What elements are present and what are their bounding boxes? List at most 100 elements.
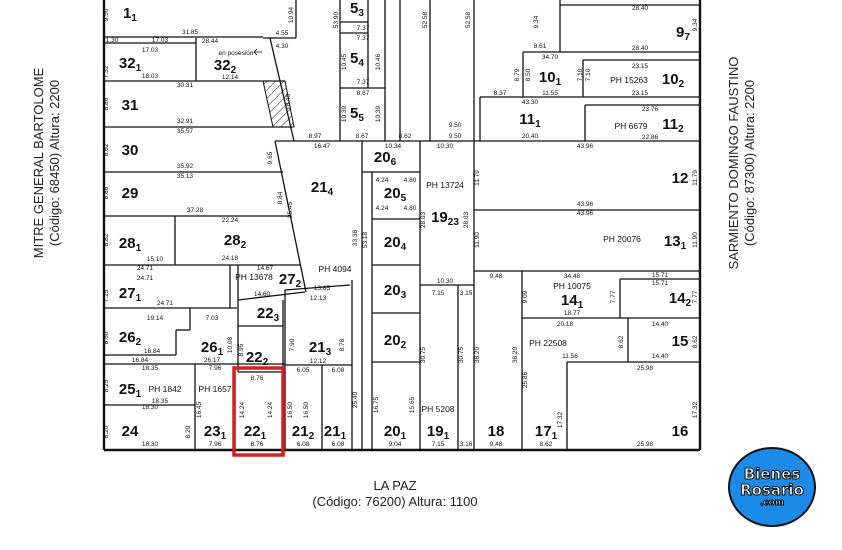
lot-number[interactable]: 205 <box>384 185 407 204</box>
lot-number-main: 21 <box>309 339 326 356</box>
lot-number[interactable]: 111 <box>519 111 541 130</box>
dimension-label: 8.86 <box>103 186 110 199</box>
lot-number[interactable]: 214 <box>311 179 334 198</box>
lot-number-sub: 3 <box>358 8 364 19</box>
lot-number[interactable]: 171 <box>535 423 558 442</box>
bienes-rosario-logo[interactable]: Bienes Rosario .com <box>728 447 816 527</box>
dimension-label: 7.77 <box>610 290 617 303</box>
lot-number[interactable]: 31 <box>122 97 139 114</box>
lot-number[interactable]: 204 <box>384 234 407 253</box>
dimension-label: 7.10 <box>577 68 584 81</box>
lot-number[interactable]: 24 <box>122 423 139 440</box>
lot-number[interactable]: 212 <box>292 423 315 442</box>
lot-number-main: 20 <box>384 234 401 251</box>
dimension-label: 8.76 <box>251 375 264 382</box>
lot-number-sub: 2 <box>231 65 237 76</box>
lot-number[interactable]: 131 <box>664 233 687 252</box>
dimension-label: 4.24 <box>376 177 389 184</box>
dimension-label: 8.67 <box>356 133 369 140</box>
dimension-label: 8.20 <box>103 425 110 438</box>
lot-number-main: 21 <box>292 423 309 440</box>
dimension-label: 8.97 <box>309 133 322 140</box>
dimension-label: 14.67 <box>257 265 274 272</box>
lot-number[interactable]: 16 <box>672 423 689 440</box>
dimension-label: 25.98 <box>637 441 654 448</box>
dimension-label: 17.32 <box>692 401 699 418</box>
lot-number[interactable]: 251 <box>119 381 142 400</box>
dimension-label: 23.15 <box>632 90 649 97</box>
lot-number[interactable]: 30 <box>122 142 139 159</box>
dimension-label: 6.05 <box>297 367 310 374</box>
lot-number[interactable]: 15 <box>672 333 689 350</box>
lot-number[interactable]: 281 <box>119 235 142 254</box>
dimension-label: 24.71 <box>137 265 154 272</box>
lot-number-sub: 1 <box>221 431 227 442</box>
lot-number-sub: 2 <box>678 124 684 135</box>
lot-number[interactable]: 11 <box>123 5 137 24</box>
lot-number[interactable]: 101 <box>539 69 562 88</box>
lot-number[interactable]: 1923 <box>431 209 459 228</box>
dimension-label: 16.47 <box>314 143 331 150</box>
lot-number-main: 10 <box>662 71 679 88</box>
lot-number[interactable]: 29 <box>122 185 139 202</box>
lot-number-sub: 4 <box>401 242 407 253</box>
lot-number-sub: 2 <box>241 240 247 251</box>
lot-number[interactable]: 221 <box>244 423 267 442</box>
lot-number[interactable]: 322 <box>214 57 237 76</box>
lot-number[interactable]: 223 <box>257 305 280 324</box>
lot-number[interactable]: 141 <box>561 292 584 311</box>
dimension-label: 16.50 <box>287 401 294 418</box>
dimension-label: 3.15 <box>460 290 473 297</box>
dimension-label: 22.86 <box>642 134 659 141</box>
lot-number[interactable]: 213 <box>309 339 332 358</box>
lot-number[interactable]: 206 <box>374 149 397 168</box>
lot-number[interactable]: 12 <box>672 170 689 187</box>
lot-number[interactable]: 202 <box>384 332 407 351</box>
lot-number[interactable]: 54 <box>350 50 364 69</box>
lot-number[interactable]: 201 <box>384 423 407 442</box>
dimension-label: 35.13 <box>177 173 194 180</box>
dimension-label: 12.13 <box>310 295 327 302</box>
lot-number[interactable]: 55 <box>350 105 364 124</box>
dimension-label: 17.03 <box>152 37 169 44</box>
lot-number[interactable]: 282 <box>224 232 247 251</box>
lot-number[interactable]: 112 <box>662 116 684 135</box>
lot-number[interactable]: 262 <box>119 329 142 348</box>
lot-number[interactable]: 53 <box>350 0 364 19</box>
dimension-label: 8.95 <box>238 343 245 356</box>
dimension-label: 8.25 <box>103 379 110 392</box>
lot-number[interactable]: 97 <box>676 24 690 43</box>
dimension-label: 8.50 <box>525 68 532 81</box>
lot-number[interactable]: 18 <box>488 423 505 440</box>
lot-number[interactable]: 261 <box>201 339 224 358</box>
lot-number[interactable]: 102 <box>662 71 685 90</box>
boundary-line <box>284 284 351 291</box>
lot-number[interactable]: 142 <box>669 290 692 309</box>
dimension-label: 52.58 <box>465 11 472 28</box>
dimension-label: 38.20 <box>474 346 481 363</box>
lot-number[interactable]: 231 <box>204 423 227 442</box>
lot-number-main: 26 <box>201 339 218 356</box>
dimension-label: 6.08 <box>332 441 345 448</box>
dimension-label: 12.12 <box>310 358 327 365</box>
dimension-label: 10.45 <box>341 53 348 70</box>
lot-number-main: 13 <box>664 233 681 250</box>
dimension-label: 8.62 <box>103 143 110 156</box>
lot-number[interactable]: 272 <box>279 271 302 290</box>
lot-number[interactable]: 211 <box>324 423 347 442</box>
dimension-label: 8.78 <box>339 338 346 351</box>
ph-label: PH 1842 <box>148 384 181 394</box>
lot-number[interactable]: 222 <box>246 349 269 368</box>
lot-number-sub: 7 <box>684 32 690 43</box>
lot-number[interactable]: 321 <box>119 55 142 74</box>
dimension-label: 14.40 <box>652 321 669 328</box>
dimension-label: 10.34 <box>385 143 402 150</box>
lot-number[interactable]: 203 <box>384 282 407 301</box>
lot-number[interactable]: 191 <box>427 423 450 442</box>
lot-number-sub: 3 <box>401 290 407 301</box>
lot-number[interactable]: 271 <box>119 285 142 304</box>
lot-number-main: 26 <box>119 329 136 346</box>
dimension-label: 8.62 <box>618 335 625 348</box>
lot-number-sub: 1 <box>401 431 407 442</box>
lot-number-sub: 1 <box>341 431 347 442</box>
